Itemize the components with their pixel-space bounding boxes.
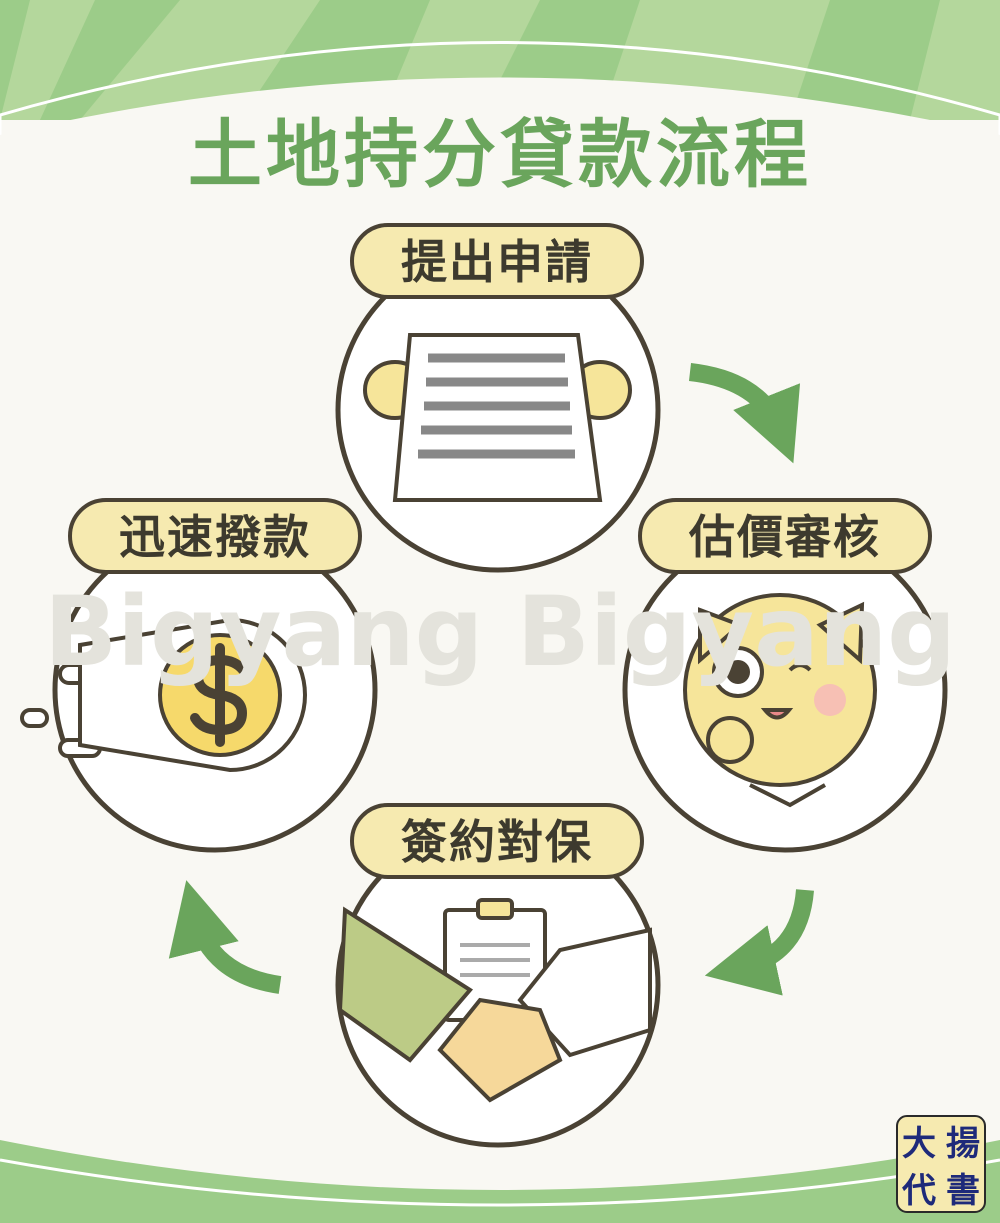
step-label-sign: 簽約對保 (401, 815, 593, 869)
bottom-band (0, 1140, 1000, 1223)
brand-logo: 大 揚 代 書 (896, 1115, 986, 1213)
page-title: 土地持分貸款流程 (188, 112, 812, 198)
svg-text:代: 代 (901, 1171, 936, 1211)
step-label-disburse: 迅速撥款 (119, 510, 311, 564)
step-pill-appraisal (638, 498, 932, 574)
watermark: Bigyang Bigyang (44, 576, 956, 688)
handshake-icon (337, 898, 652, 1103)
document-icon (363, 333, 632, 502)
step-pill-sign (350, 803, 644, 879)
step-label-apply: 提出申請 (401, 235, 593, 289)
svg-text:揚: 揚 (946, 1124, 980, 1164)
cat-magnifier-icon (683, 593, 877, 808)
arrow-apply-to-appraisal-icon (688, 363, 801, 464)
arrow-sign-to-disburse-icon (168, 880, 282, 994)
svg-text:書: 書 (946, 1171, 980, 1211)
dollar-coin-icon (20, 617, 307, 773)
step-label-appraisal: 估價審核 (688, 510, 881, 564)
step-pill-disburse (68, 498, 362, 574)
arrow-appraisal-to-sign-icon (704, 889, 814, 996)
svg-text:大: 大 (902, 1124, 936, 1164)
step-pill-apply (350, 223, 644, 299)
